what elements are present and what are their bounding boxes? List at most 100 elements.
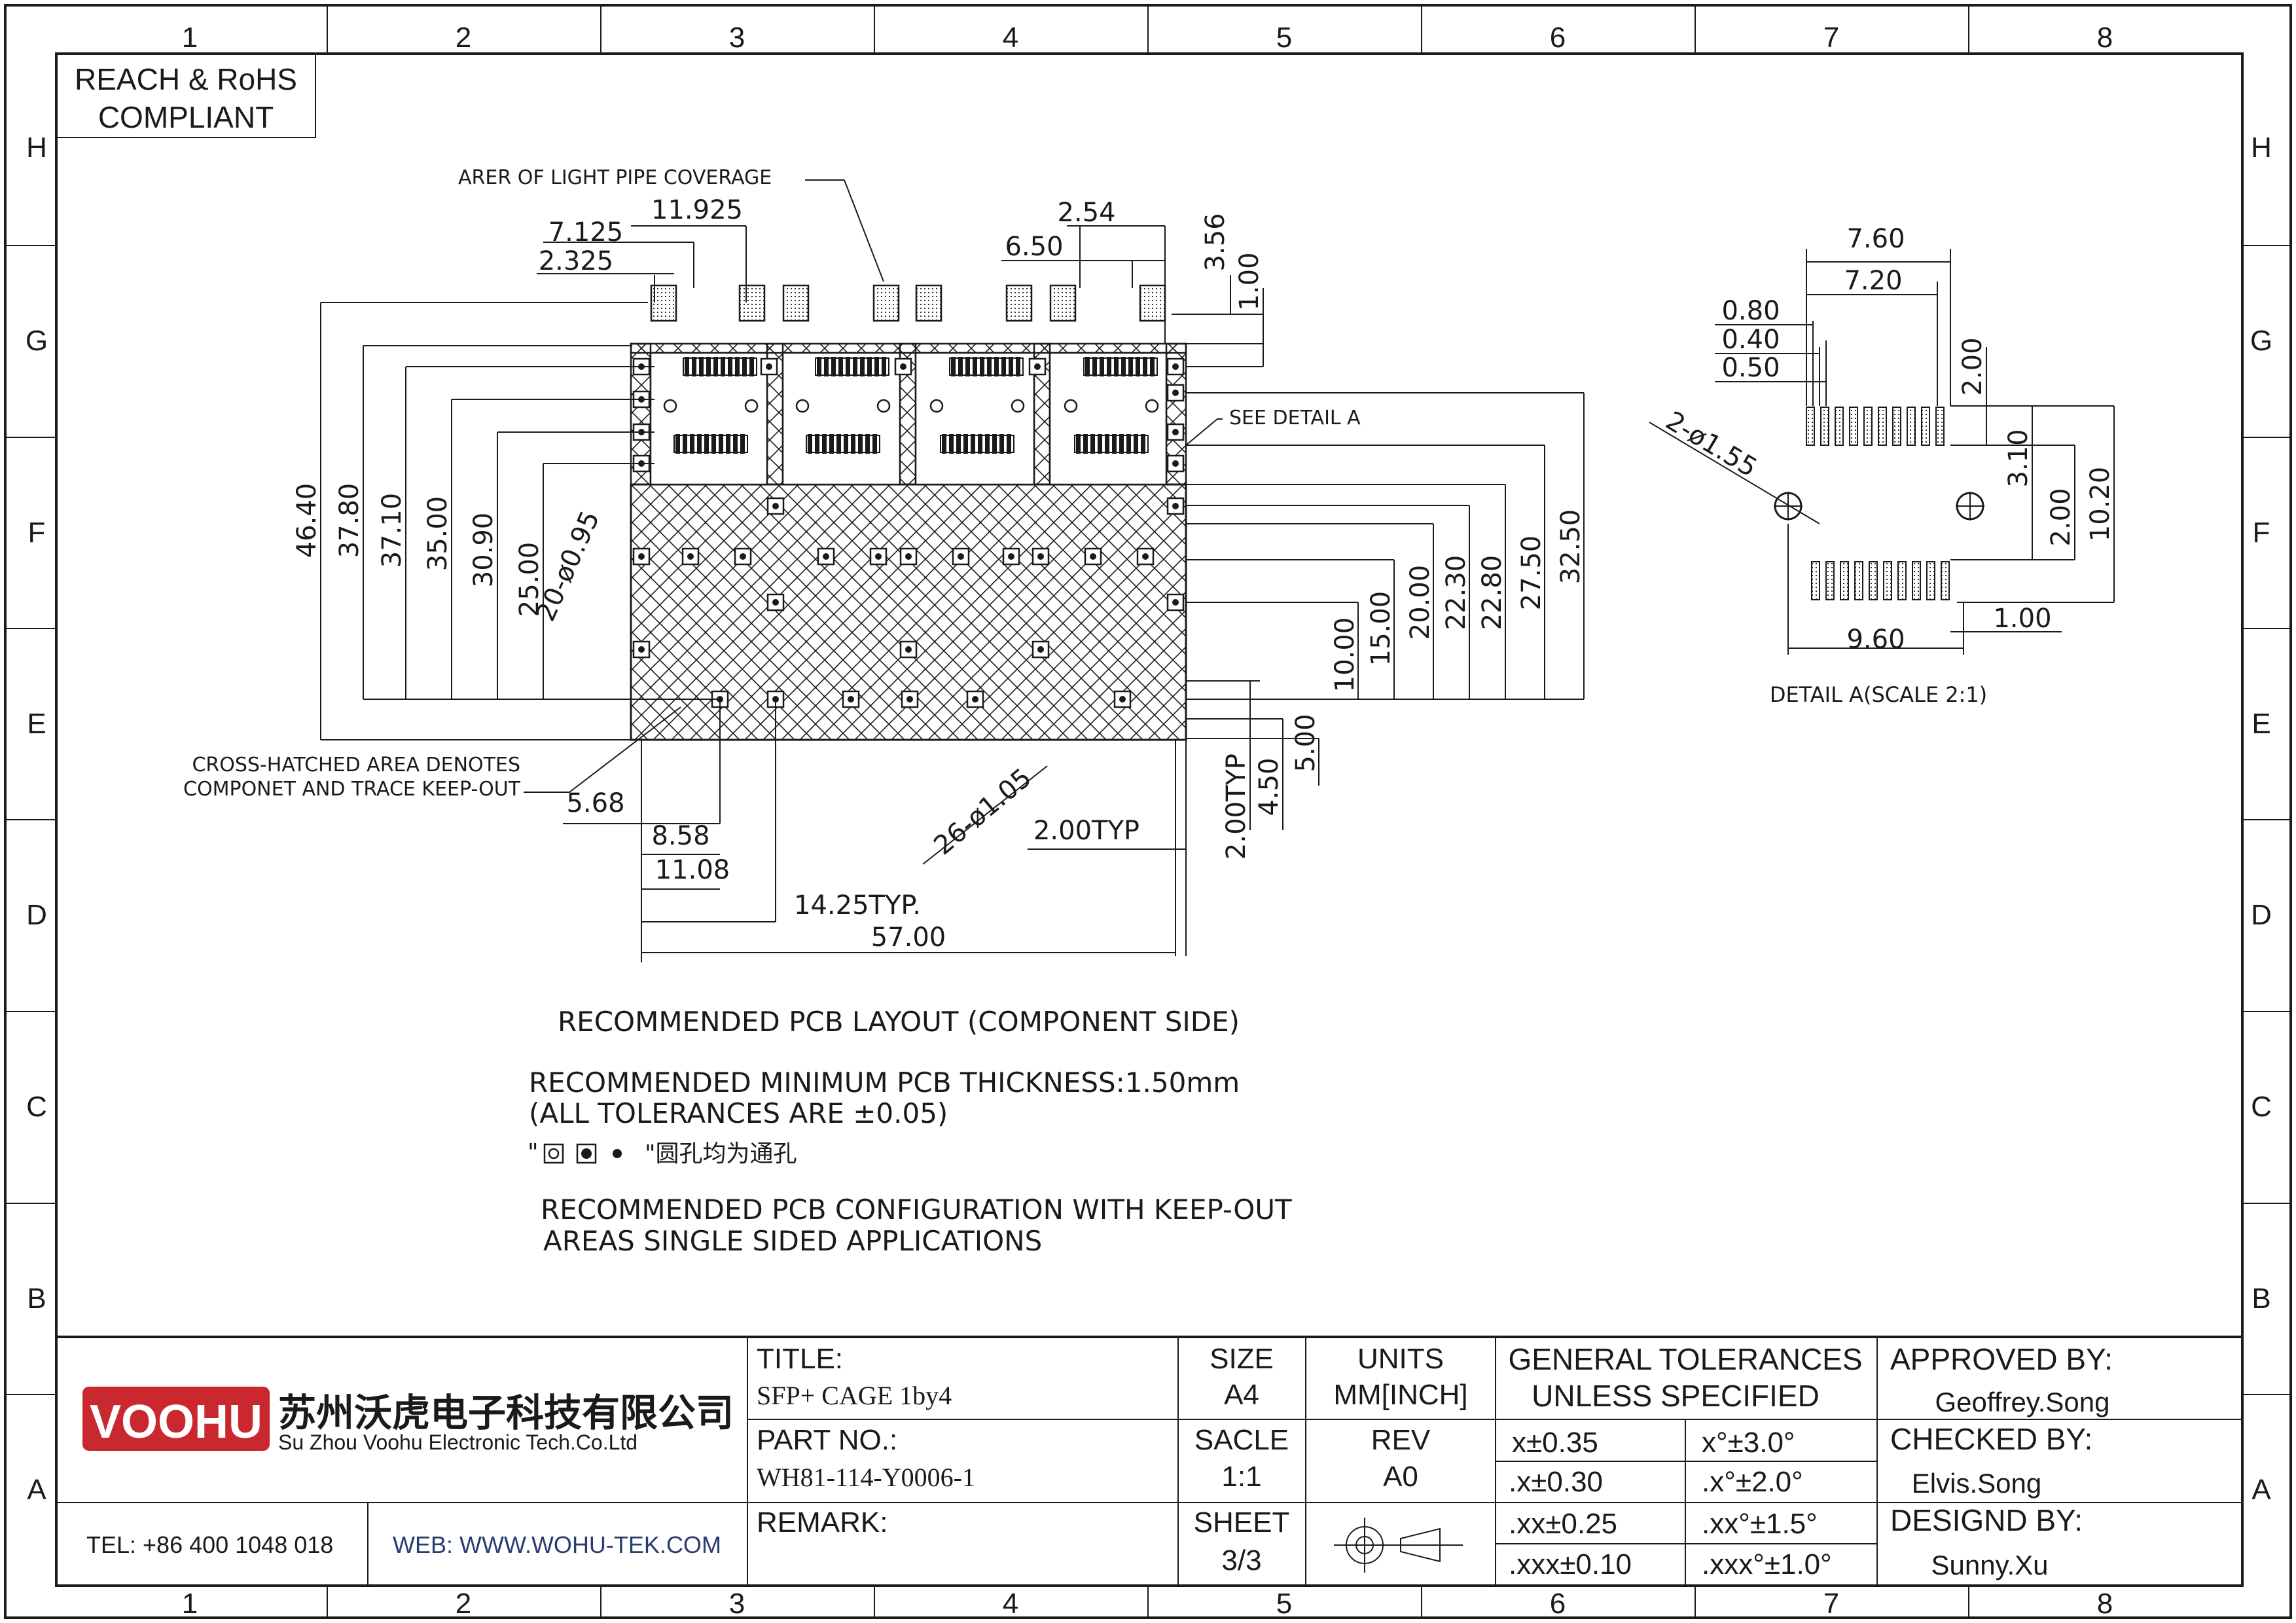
dim-label: 14.25TYP. [794, 890, 921, 921]
light-pipe-pad [782, 284, 810, 322]
company-name-cn: 苏州沃虎电子科技有限公司 [278, 1392, 734, 1434]
notes: RECOMMENDED PCB LAYOUT (COMPONENT SIDE) … [528, 1006, 1292, 1257]
signal-pad [958, 357, 963, 376]
dim-label: 3.56 [1200, 213, 1230, 271]
press-fit-hole-center [905, 553, 912, 560]
dim-label: 4.50 [1254, 757, 1284, 816]
detail-dim: 7.20 [1844, 266, 1902, 296]
row-label: H [26, 132, 47, 164]
signal-pad [858, 434, 863, 454]
col-label-bottom: 7 [1823, 1588, 1839, 1620]
pcb-layout-drawing: ARER OF LIGHT PIPE COVERAGE SEE DETAIL A… [183, 166, 1586, 962]
signal-pad [844, 434, 848, 454]
compliance-box: REACH & RoHS COMPLIANT [56, 53, 316, 138]
detail-dim: 2-ø1.55 [1660, 406, 1762, 483]
signal-pad [1128, 357, 1133, 376]
company-tel: TEL: +86 400 1048 018 [86, 1531, 333, 1558]
detail-dim: 7.60 [1846, 224, 1905, 254]
signal-pad [1114, 357, 1119, 376]
note-config-2: AREAS SINGLE SIDED APPLICATIONS [543, 1225, 1042, 1257]
company-logo [82, 1387, 270, 1451]
signal-pad [1107, 357, 1111, 376]
signal-pad [1141, 434, 1145, 454]
units-value: MM[INCH] [1333, 1379, 1467, 1411]
press-fit-hole-center [1037, 553, 1044, 560]
signal-pad [711, 434, 716, 454]
signal-pad [822, 434, 827, 454]
row-label-right: B [2251, 1283, 2270, 1315]
signal-pad [992, 434, 997, 454]
rev-value: A0 [1383, 1461, 1418, 1493]
tol-header-1: GENERAL TOLERANCES [1508, 1342, 1862, 1376]
guide-hole [876, 399, 891, 413]
signal-pad [865, 434, 870, 454]
company-logo-text: VOOHU [90, 1396, 262, 1448]
tol-angular: x°±3.0° [1702, 1427, 1795, 1459]
design-value: Sunny.Xu [1931, 1550, 2048, 1580]
pad-outline [949, 357, 1024, 376]
detail-pad [1892, 407, 1901, 446]
dim-label: 26-ø1.05 [928, 763, 1037, 861]
signal-pad [728, 357, 732, 376]
signal-pad [1083, 434, 1088, 454]
detail-pad [1897, 561, 1907, 600]
dim-label: 57.00 [871, 922, 946, 953]
signal-pad [749, 357, 754, 376]
row-label: B [27, 1283, 46, 1315]
detail-pad [1878, 407, 1887, 446]
sheet-value: 3/3 [1221, 1544, 1261, 1577]
col-label-bottom: 5 [1276, 1588, 1292, 1620]
row-label-right: C [2251, 1091, 2272, 1123]
signal-pad [1112, 434, 1117, 454]
remark-label: REMARK: [757, 1506, 888, 1539]
col-label: 4 [1003, 22, 1018, 54]
press-fit-hole-center [958, 553, 964, 560]
signal-pad [1098, 434, 1102, 454]
signal-pad [999, 434, 1004, 454]
signal-pad [692, 357, 696, 376]
callout-light-pipe: ARER OF LIGHT PIPE COVERAGE [458, 166, 772, 189]
detail-pad [1869, 561, 1878, 600]
pad-outline [940, 435, 1014, 453]
signal-pad [726, 434, 730, 454]
signal-pad [713, 357, 718, 376]
pad-outline [1083, 357, 1158, 376]
row-label: F [28, 517, 46, 549]
note-holes-prefix: " [528, 1139, 539, 1166]
signal-pad [838, 357, 843, 376]
note-layout: RECOMMENDED PCB LAYOUT (COMPONENT SIDE) [558, 1006, 1240, 1038]
col-label: 5 [1276, 22, 1292, 54]
signal-pad [706, 357, 711, 376]
signal-pad [697, 434, 702, 454]
signal-pad [965, 357, 970, 376]
col-label-bottom: 4 [1003, 1588, 1018, 1620]
units-label: UNITS [1357, 1343, 1444, 1375]
detail-a-view: 7.60 7.20 0.80 0.40 0.50 2-ø1.55 2.00 3.… [1649, 224, 2115, 707]
signal-pad [963, 434, 968, 454]
note-thickness: RECOMMENDED MINIMUM PCB THICKNESS:1.50mm [529, 1067, 1240, 1099]
light-pipe-pad [915, 284, 942, 322]
signal-pad [860, 357, 865, 376]
press-fit-hole-center [848, 696, 854, 702]
press-fit-hole-center [972, 696, 978, 702]
col-label-bottom: 8 [2097, 1588, 2113, 1620]
press-fit-hole-center [740, 553, 746, 560]
detail-dim: 0.40 [1721, 325, 1780, 355]
light-pipe-pad [650, 284, 677, 322]
approved-label: APPROVED BY: [1890, 1342, 2113, 1376]
press-fit-hole-center [1172, 503, 1179, 509]
dim-label: 22.30 [1441, 555, 1471, 630]
col-label-bottom: 2 [456, 1588, 471, 1620]
dim-label: 46.40 [292, 483, 322, 558]
detail-dim: 0.50 [1721, 353, 1780, 383]
light-pipe-pad [738, 284, 766, 322]
signal-pad [1090, 434, 1095, 454]
pad-outline [673, 435, 748, 453]
press-fit-hole-center [900, 363, 906, 370]
sheet-label: SHEET [1194, 1506, 1290, 1539]
dim-label: 8.58 [651, 821, 709, 851]
tol-angular: .xxx°±1.0° [1702, 1548, 1832, 1580]
press-fit-hole-center [906, 696, 913, 702]
col-label: 8 [2097, 22, 2113, 54]
signal-pad [1119, 434, 1124, 454]
